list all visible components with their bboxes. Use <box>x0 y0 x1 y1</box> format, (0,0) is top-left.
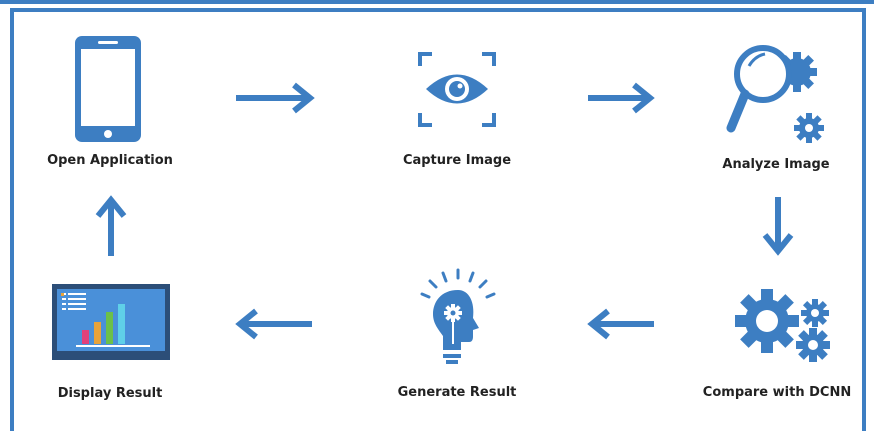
arrow-down-icon <box>762 197 794 256</box>
arrow-right-icon <box>236 82 315 114</box>
step-generate-result-label: Generate Result <box>397 385 517 400</box>
arrow-left-icon <box>235 308 312 340</box>
step-analyze-image-label: Analyze Image <box>722 157 830 172</box>
diagram-frame <box>10 8 866 431</box>
lightbulb-head-icon <box>420 268 496 364</box>
top-border <box>0 0 874 4</box>
gears-icon <box>735 289 830 362</box>
eye-scan-icon <box>418 52 496 127</box>
smartphone-icon <box>75 36 141 142</box>
step-open-application-label: Open Application <box>47 153 173 168</box>
step-display-result-label: Display Result <box>57 386 163 401</box>
arrow-left-icon <box>587 308 654 340</box>
magnifier-gears-icon <box>726 45 824 143</box>
arrow-right-icon <box>588 82 655 114</box>
arrow-up-icon <box>95 195 127 256</box>
step-compare-dcnn-label: Compare with DCNN <box>702 385 852 400</box>
monitor-chart-icon <box>52 284 170 360</box>
step-capture-image-label: Capture Image <box>402 153 512 168</box>
